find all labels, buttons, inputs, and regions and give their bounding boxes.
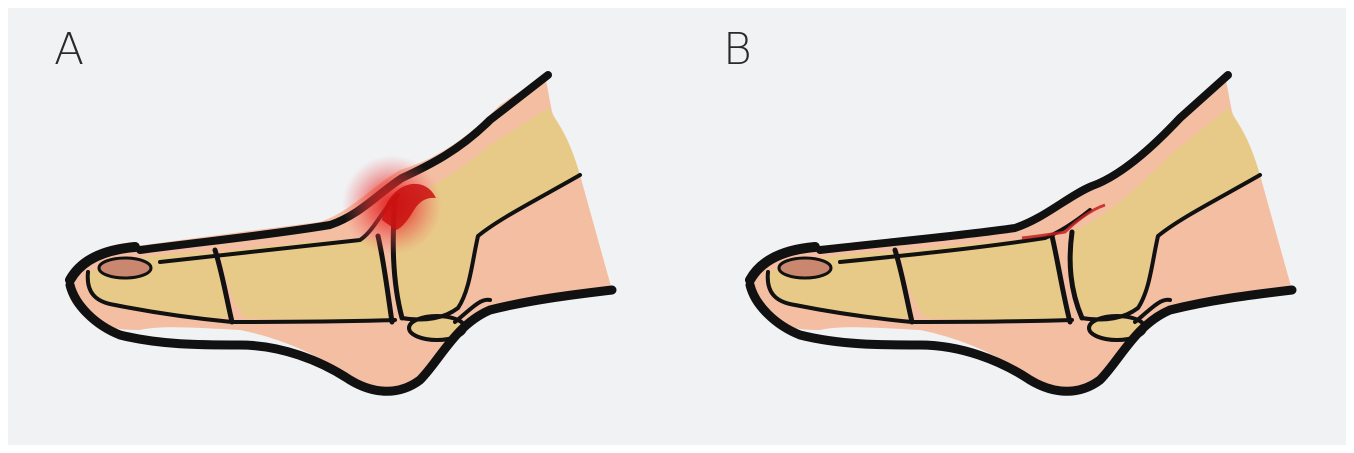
toe-illustration-a [0, 0, 660, 453]
toenail [779, 258, 831, 278]
proximal-phalanx [900, 238, 1068, 320]
toenail [99, 258, 151, 278]
toe-illustration-b [680, 0, 1340, 453]
proximal-phalanx [220, 238, 390, 320]
